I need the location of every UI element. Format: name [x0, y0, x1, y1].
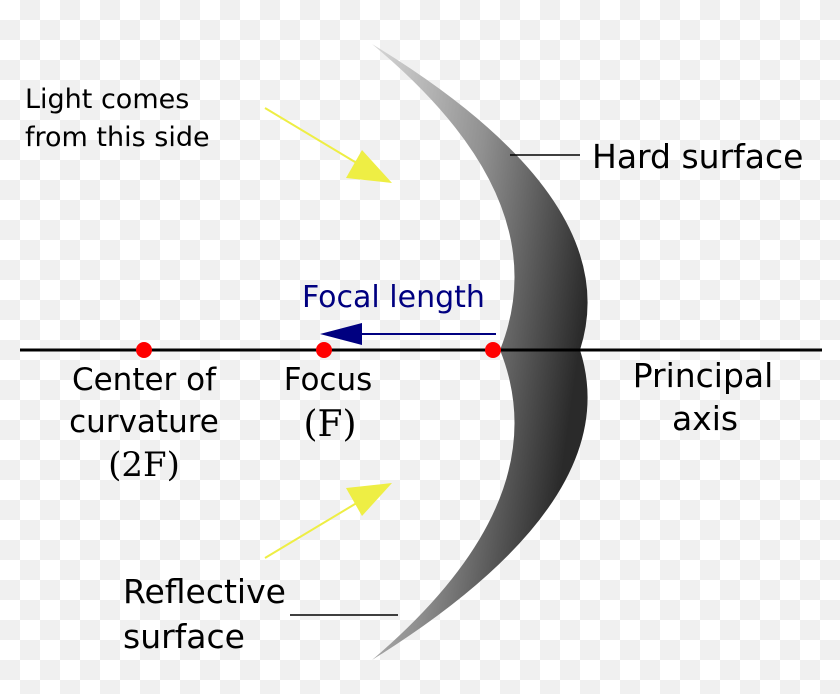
- principal-axis-label-2: axis: [672, 399, 738, 438]
- reflective-label-1: Reflective: [123, 572, 286, 611]
- pole-point: [485, 342, 501, 358]
- concave-mirror: [372, 44, 588, 660]
- focal-length-label: Focal length: [302, 280, 485, 315]
- center-label-2: curvature: [69, 404, 219, 440]
- reflected-light-arrowhead: [346, 483, 392, 516]
- reflective-label-2: surface: [123, 617, 245, 656]
- center-label-3: (2F): [108, 445, 180, 485]
- focus-label: Focus: [284, 362, 373, 398]
- focus-symbol-label: (F): [303, 404, 356, 445]
- focus-point: [316, 342, 332, 358]
- incoming-light-arrowhead: [346, 150, 392, 183]
- light-source-label-1: Light comes: [25, 84, 189, 115]
- center-of-curvature-point: [136, 342, 152, 358]
- incoming-light-arrow: [264, 107, 366, 169]
- light-source-label-2: from this side: [25, 122, 210, 153]
- principal-axis-label-1: Principal: [633, 356, 774, 395]
- reflected-light-arrow: [264, 497, 366, 559]
- center-label-1: Center of: [72, 362, 217, 398]
- focal-length-arrowhead: [320, 323, 362, 345]
- hard-surface-label: Hard surface: [592, 137, 803, 176]
